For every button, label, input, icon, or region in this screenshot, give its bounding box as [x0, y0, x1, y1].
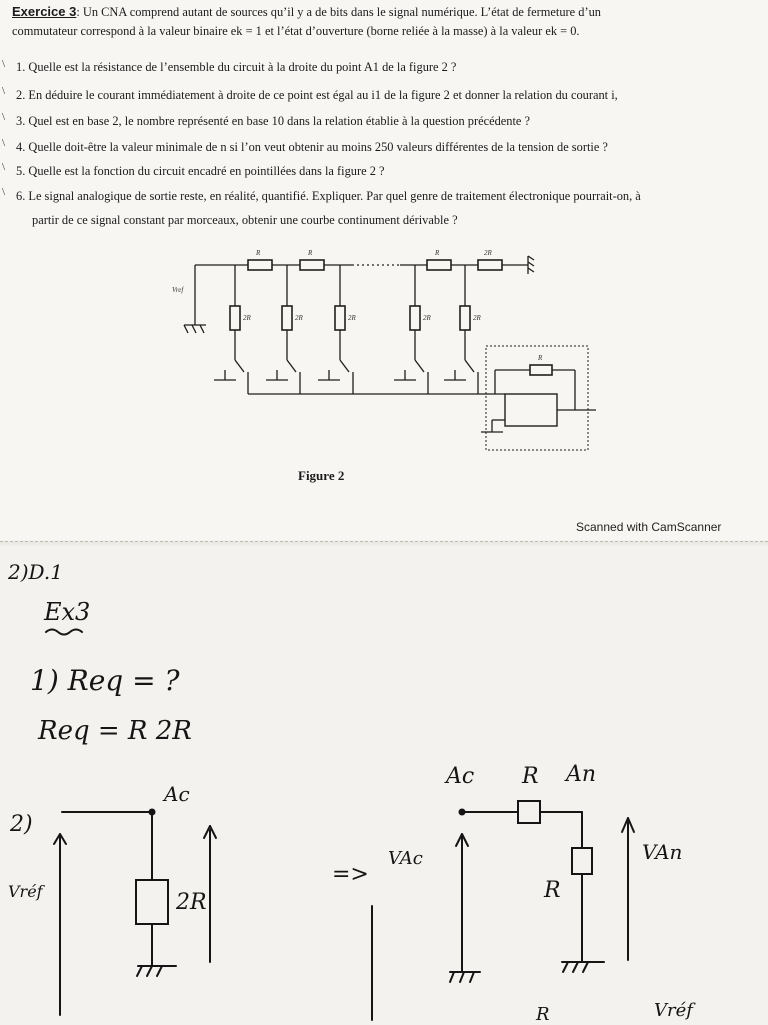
question-4: 4. Quelle doit-être la valeur minimale d…	[16, 140, 608, 154]
question-2: 2. En déduire le courant immédiatement à…	[16, 88, 618, 102]
question-6: 6. Le signal analogique de sortie reste,…	[16, 189, 641, 203]
shunt-label-1: 2R	[243, 314, 252, 322]
figure-2-circuit: Vref R R R 2R 2R 2R 2R 2R 2R R	[172, 249, 596, 451]
scanner-watermark: Scanned with CamScanner	[576, 520, 722, 534]
notes-right-node-right: An	[566, 762, 597, 787]
vref-label: Vref	[172, 286, 184, 294]
notes-left-node: Ac	[164, 782, 190, 806]
notes-vac: VAc	[388, 848, 423, 869]
notes-left-resistor: 2R	[176, 890, 207, 915]
question-3: 3. Quel est en base 2, le nombre représe…	[16, 114, 530, 128]
shunt-label-3: 2R	[348, 314, 357, 322]
question-1: 1. Quelle est la résistance de l’ensembl…	[16, 60, 457, 74]
notes-req-prefix: Req =	[38, 716, 120, 746]
notes-req-value: R 2R	[127, 716, 192, 746]
right-series-resistor-sketch	[517, 800, 541, 824]
feedback-label: R	[537, 354, 543, 362]
notes-req: Req = R 2R	[38, 716, 192, 746]
exercise-sheet	[0, 0, 768, 540]
series-label-4: 2R	[484, 249, 493, 257]
figure-caption: Figure 2	[298, 468, 345, 483]
notes-bottom-vref: Vréf	[654, 1000, 693, 1021]
series-label-3: R	[434, 249, 440, 257]
notes-bottom-r: R	[536, 1004, 550, 1025]
notes-left-vref: Vréf	[8, 882, 43, 901]
exercise-intro-line-2: commutateur correspond à la valeur binai…	[12, 24, 580, 38]
notes-q1: 1) Req = ?	[30, 664, 180, 697]
shunt-label-2: 2R	[295, 314, 304, 322]
notes-right-node-left: Ac	[446, 764, 475, 789]
notes-van: VAn	[642, 840, 683, 864]
page-divider	[0, 541, 768, 546]
series-label-2: R	[307, 249, 313, 257]
exercise-intro-line-1: Exercice 3: Un CNA comprend autant de so…	[12, 4, 601, 20]
notes-exercise: Ex3	[44, 598, 91, 626]
shunt-branch-3	[334, 265, 350, 373]
left-resistor-sketch	[135, 879, 169, 925]
question-6-continued: partir de ce signal constant par morceau…	[32, 213, 458, 227]
shunt-branch-2	[281, 265, 297, 373]
shunt-branch-5	[459, 265, 475, 373]
shunt-label-5: 2R	[473, 314, 482, 322]
shunt-branch-1	[229, 265, 245, 373]
notes-implies-arrow: =>	[332, 862, 369, 887]
question-5: 5. Quelle est la fonction du circuit enc…	[16, 164, 385, 178]
exercise-label: Exercice 3	[12, 4, 77, 19]
right-shunt-resistor-sketch	[571, 847, 593, 875]
shunt-label-4: 2R	[423, 314, 432, 322]
shunt-branch-4	[409, 265, 425, 373]
series-label-1: R	[255, 249, 261, 257]
notes-right-series: R	[522, 764, 539, 789]
notes-q2: 2)	[10, 812, 33, 837]
notes-header: 2)D.1	[8, 560, 63, 584]
exercise-intro-text: : Un CNA comprend autant de sources qu’i…	[76, 5, 601, 19]
notes-right-shunt: R	[544, 878, 561, 903]
